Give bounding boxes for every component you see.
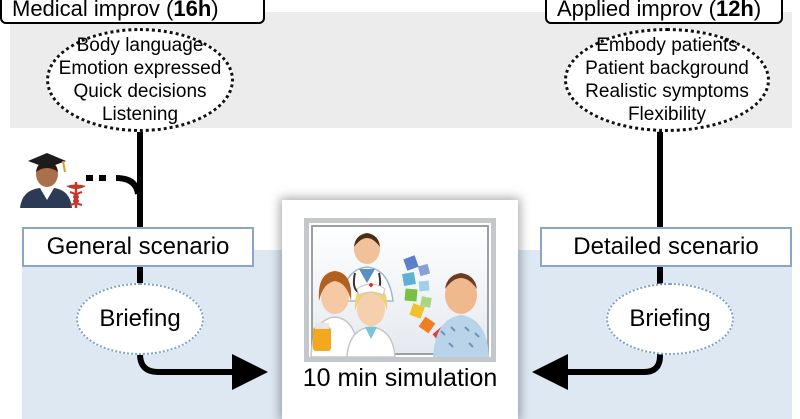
medical-improv-title: Medical improv (16h) [0, 0, 265, 24]
right-briefing-oval: Briefing [606, 283, 734, 355]
simulation-label: 10 min simulation [302, 364, 498, 392]
skill-item: Realistic symptoms [585, 81, 749, 102]
left-briefing-oval: Briefing [76, 283, 204, 355]
medical-improv-title-close: ) [211, 0, 219, 21]
nurse-icon [346, 283, 396, 357]
applied-improv-skills: Embody patients Patient background Reali… [564, 28, 770, 132]
general-scenario-box: General scenario [22, 227, 254, 267]
patient-icon [433, 273, 489, 357]
skill-item: Body language [76, 35, 204, 56]
skill-item: Quick decisions [73, 81, 207, 102]
medical-improv-title-text: Medical improv ( [12, 0, 174, 21]
right-flow-line [532, 118, 663, 390]
skill-item: Flexibility [627, 104, 707, 125]
medical-improv-skills: Body language Emotion expressed Quick de… [46, 28, 234, 132]
skill-item: Patient background [585, 58, 749, 79]
student-icon [20, 153, 72, 208]
skill-item: Embody patients [596, 35, 738, 56]
applied-improv-title-text: Applied improv ( [557, 0, 716, 21]
pharmacist-icon [310, 271, 360, 357]
applied-improv-title: Applied improv (12h) [545, 0, 783, 24]
medical-improv-hours: 16h [173, 0, 212, 21]
applied-improv-title-close: ) [753, 0, 762, 21]
applied-improv-hours: 12h [715, 0, 754, 21]
simulation-picture [304, 218, 496, 362]
simulation-frame: 10 min simulation [282, 200, 518, 419]
simulation-illustration [310, 233, 489, 357]
student-link-line [115, 175, 141, 195]
skill-item: Emotion expressed [58, 58, 222, 79]
caduceus-icon [66, 182, 86, 208]
color-palette-icon [402, 255, 450, 344]
skill-item: Listening [101, 104, 179, 125]
detailed-scenario-box: Detailed scenario [540, 227, 792, 267]
